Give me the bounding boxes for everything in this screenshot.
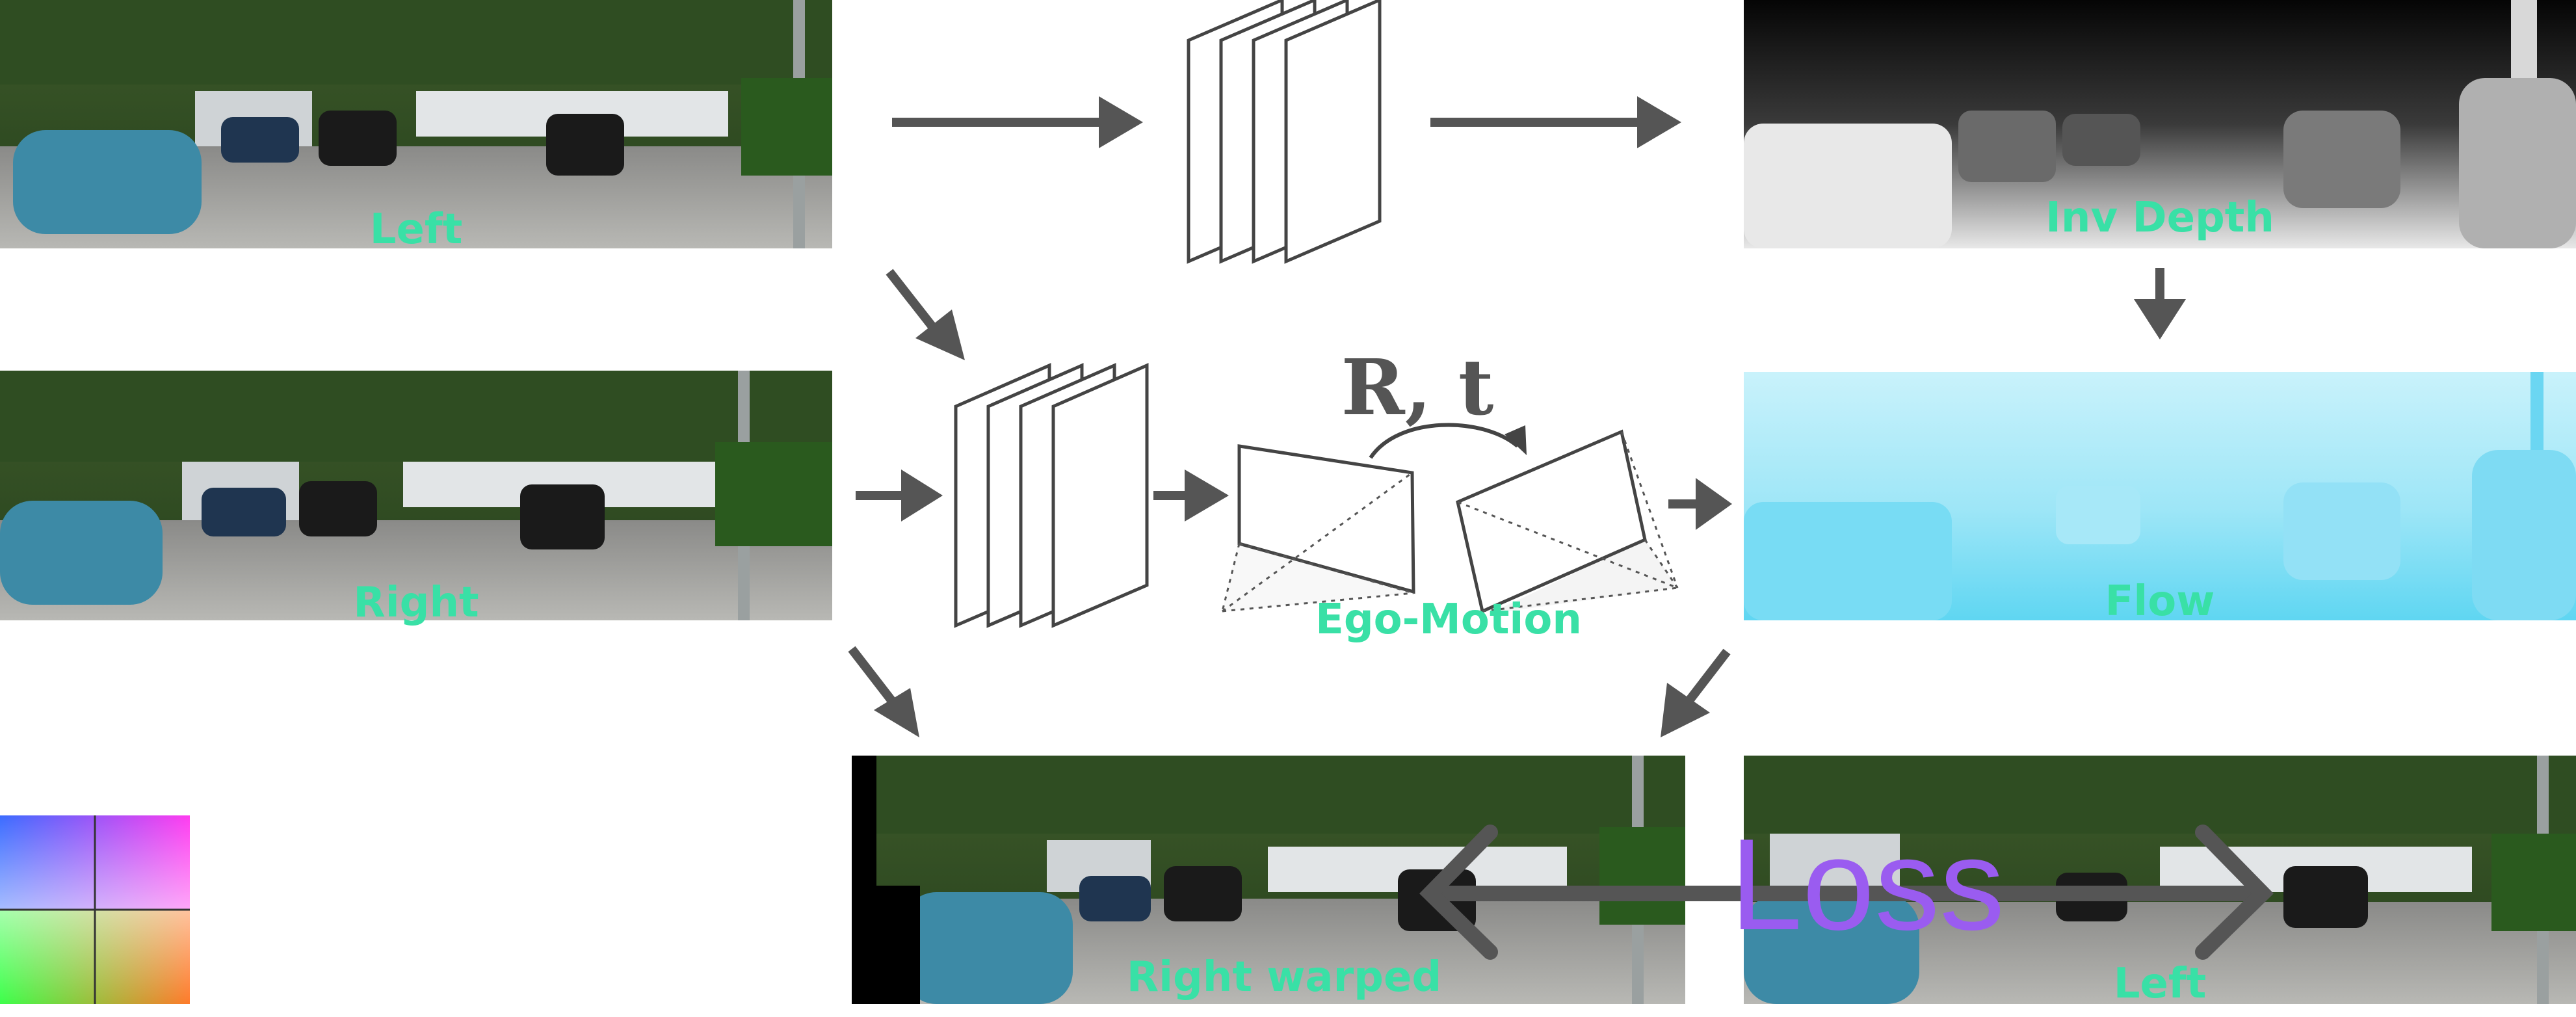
left-image-bottom [1744,756,2576,1004]
arrow-motion-net-to-ego-motion [1153,469,1229,522]
right-label: Right [353,579,479,627]
street-scene-illustration [0,371,832,620]
ego-motion-label: Ego-Motion [1315,596,1582,644]
inv-depth-map [1744,0,2576,248]
right-image [0,371,832,620]
arrow-left-to-depth-net [892,96,1143,148]
arrow-inv-depth-to-flow [2134,268,2186,339]
loss-double-arrow [1419,825,2274,960]
arrow-depth-net-to-inv-depth [1430,96,1681,148]
depth-network-stack-icon [1187,0,1382,264]
street-scene-illustration [0,0,832,248]
rotation-curve-arrow [1369,423,1527,459]
camera-frame-1-icon [1221,444,1415,613]
right-warped-image [852,756,1685,1004]
flow-map [1744,372,2576,620]
warped-street-scene [852,756,1685,1004]
left-image-top [0,0,832,248]
street-scene-illustration [1744,756,2576,1004]
right-warped-label: Right warped [1126,953,1442,1001]
motion-network-stack-icon [954,363,1149,628]
left-bottom-label: Left [2113,960,2207,1008]
flow-image [1744,372,2576,620]
flow-label: Flow [2105,577,2215,626]
inv-depth-label: Inv Depth [2045,194,2274,242]
rotation-translation-label: R, t [1341,342,1494,432]
camera-frame-2-icon [1456,429,1679,614]
arrow-right-to-warped [848,646,919,737]
arrow-ego-motion-to-flow [1668,478,1732,530]
flow-color-wheel-icon [0,815,190,1004]
loss-label: Loss [1729,812,2005,957]
arrow-left-to-motion-net [886,269,965,360]
arrow-flow-to-warped [1661,648,1731,737]
inv-depth-image [1744,0,2576,248]
left-top-label: Left [369,205,463,254]
arrow-right-to-motion-net [856,469,943,522]
